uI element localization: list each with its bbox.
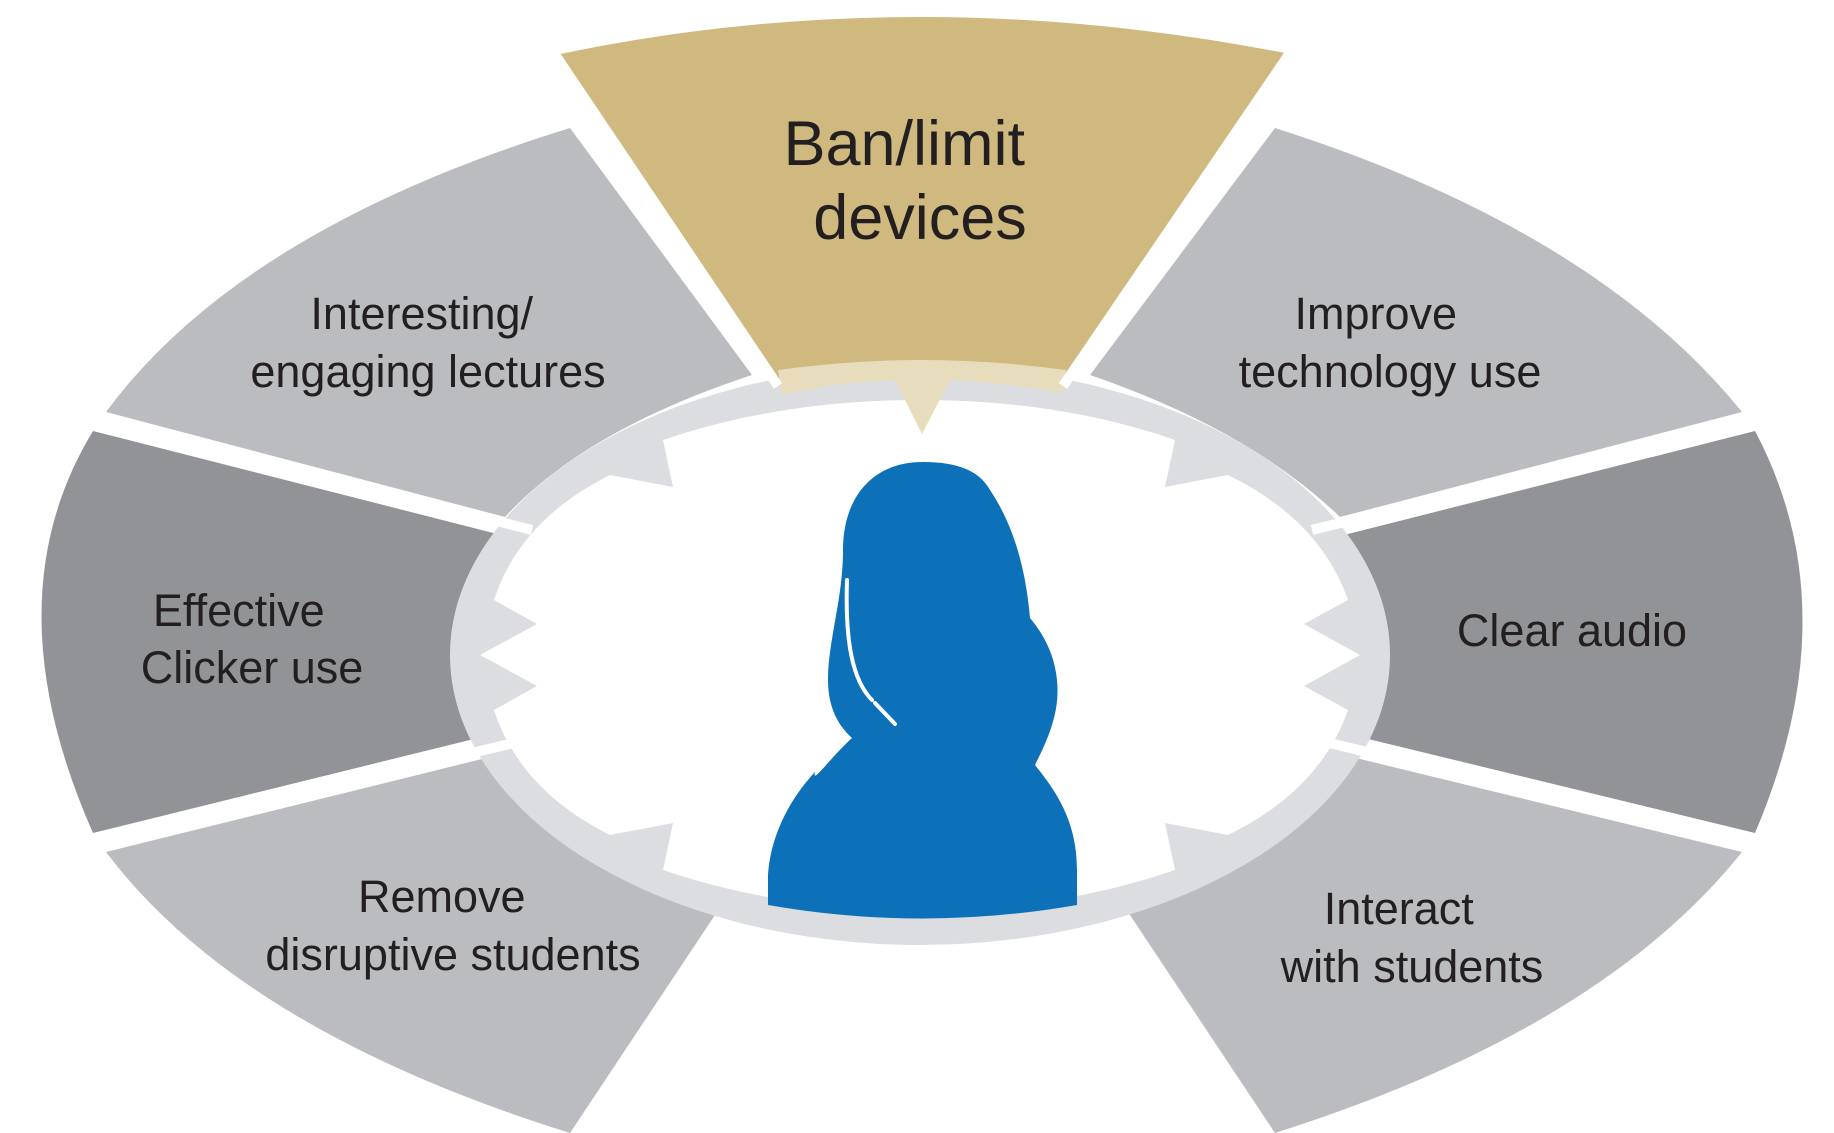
person-icon (768, 462, 1077, 919)
label-effective-clicker: Effective Clicker use (141, 585, 364, 693)
label-interesting-lectures: Interesting/ engaging lectures (250, 288, 605, 397)
label-improve-technology: Improve technology use (1239, 288, 1542, 397)
segment-remove-disruptive (106, 757, 725, 1133)
segment-separators (94, 47, 1750, 847)
segment-interesting-lectures (106, 128, 752, 517)
segment-improve-technology (1090, 128, 1742, 517)
highlight-pointer (778, 360, 1066, 434)
label-clear-audio: Clear audio (1457, 605, 1687, 656)
label-ban-limit-devices: Ban/limit devices (783, 109, 1042, 253)
segment-effective-clicker (41, 431, 505, 833)
segment-clear-audio (1340, 431, 1803, 833)
segment-interact-students (1120, 757, 1742, 1133)
label-interact-students: Interact with students (1280, 883, 1544, 992)
segment-ban-limit-devices (560, 17, 1290, 380)
label-remove-disruptive: Remove disruptive students (265, 871, 640, 980)
headset-cord (844, 578, 897, 726)
